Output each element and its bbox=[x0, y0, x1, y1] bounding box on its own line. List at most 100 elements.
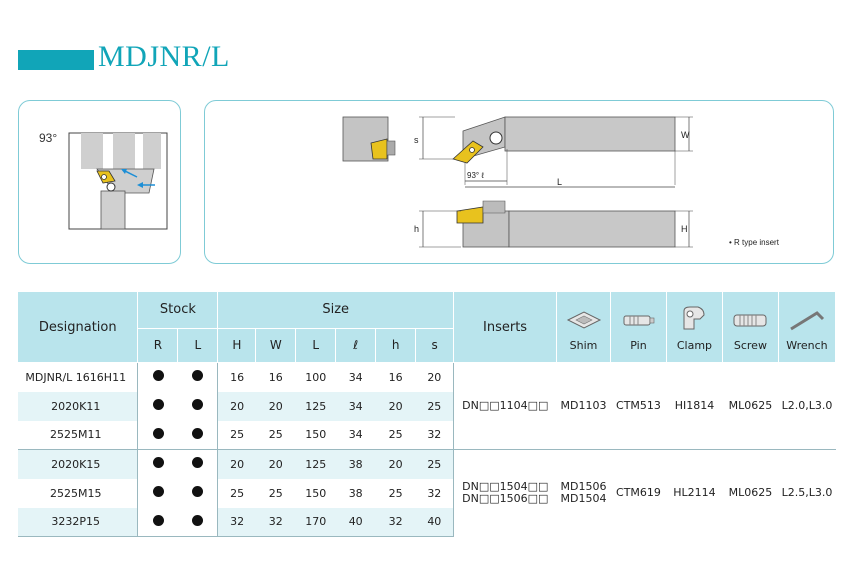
table-row: 3232P15 32 32 170 40 32 40 bbox=[18, 507, 836, 537]
clamp-label: Clamp bbox=[676, 339, 713, 352]
wrench-icon bbox=[790, 311, 825, 331]
inserts-cell: DN□□1104□□ bbox=[453, 362, 557, 450]
stock-l-dot bbox=[178, 479, 218, 508]
inserts-cell: DN□□1504□□ DN□□1506□□ bbox=[453, 449, 557, 537]
cell-h: 25 bbox=[388, 486, 403, 500]
clamp-cell: HI1814 bbox=[674, 399, 715, 412]
stock-col-l: L bbox=[177, 328, 219, 364]
cell-ell: 34 bbox=[335, 391, 376, 421]
stock-r-dot bbox=[137, 478, 178, 508]
pin-cell: CTM619 bbox=[610, 449, 667, 537]
pin-label: Pin bbox=[630, 339, 647, 352]
dim-w-label: W bbox=[681, 130, 690, 140]
stock-l-dot bbox=[178, 363, 218, 392]
cell-ell: 38 bbox=[335, 449, 376, 479]
cell-h: 25 bbox=[388, 428, 403, 442]
wrench-label: Wrench bbox=[786, 339, 828, 352]
angle-diagram-panel: 93° bbox=[18, 100, 181, 264]
cell-s: 25 bbox=[415, 391, 454, 421]
row-designation: 3232P15 bbox=[18, 507, 138, 537]
shim-label: Shim bbox=[569, 339, 598, 352]
cell-W: 20 bbox=[255, 449, 296, 479]
size-col-L: L bbox=[295, 328, 337, 364]
wrench-cell: L2.0,L3.0 bbox=[781, 399, 833, 412]
cell-H: 32 bbox=[217, 507, 256, 537]
size-col-s: s bbox=[415, 328, 455, 364]
spec-table: Designation Stock Size Inserts Shim Pin … bbox=[18, 292, 837, 537]
pin-cell: CTM513 bbox=[616, 399, 661, 412]
screw-cell: ML0625 bbox=[722, 449, 779, 537]
page-title: MDJNR/L bbox=[98, 40, 230, 73]
pin-icon bbox=[623, 315, 655, 326]
row-designation: 2020K11 bbox=[18, 391, 138, 421]
size-col-W: W bbox=[255, 328, 297, 364]
cell-L: 125 bbox=[295, 391, 336, 421]
cell-W: 25 bbox=[268, 428, 283, 442]
table-row: 2020K11 20 20 125 34 20 25 bbox=[18, 391, 836, 421]
cell-H: 20 bbox=[217, 391, 256, 421]
cell-s: 32 bbox=[427, 486, 442, 500]
cell-H: 25 bbox=[217, 478, 256, 508]
stock-r-dot bbox=[137, 362, 178, 392]
cell-L: 100 bbox=[305, 370, 327, 384]
insert-code-1: DN□□1504□□ bbox=[462, 480, 549, 494]
pin-header: Pin bbox=[610, 292, 667, 363]
stock-r-dot bbox=[137, 449, 178, 479]
workpiece-diagram bbox=[68, 132, 168, 230]
stock-r-dot bbox=[137, 391, 178, 421]
insert-code-2: DN□□1506□□ bbox=[462, 492, 549, 506]
cell-L: 150 bbox=[305, 486, 327, 500]
stock-l-dot bbox=[178, 392, 218, 421]
cell-h: 32 bbox=[375, 507, 416, 537]
stock-header: Stock bbox=[137, 292, 219, 329]
cell-W: 20 bbox=[255, 391, 296, 421]
screw-header: Screw bbox=[722, 292, 779, 363]
row-designation: 2020K15 bbox=[18, 449, 138, 479]
cell-W: 16 bbox=[268, 370, 283, 384]
cell-L: 150 bbox=[305, 428, 327, 442]
dim-s-label: s bbox=[414, 135, 419, 145]
stock-l-dot bbox=[178, 421, 218, 450]
cell-s: 20 bbox=[427, 370, 442, 384]
angle-label: 93° bbox=[39, 131, 58, 145]
cell-W: 32 bbox=[255, 507, 296, 537]
shim-header: Shim bbox=[556, 292, 611, 363]
cell-L: 125 bbox=[295, 449, 336, 479]
stock-r-dot bbox=[137, 507, 178, 537]
title-accent-bar bbox=[18, 50, 94, 70]
size-col-H: H bbox=[217, 328, 257, 364]
size-col-h: h bbox=[375, 328, 417, 364]
cell-H: 16 bbox=[217, 362, 256, 392]
dim-l-label: L bbox=[557, 177, 562, 187]
dim-H-label: H bbox=[681, 224, 688, 234]
dim-angle-label: 93° ℓ bbox=[467, 171, 484, 180]
clamp-header: Clamp bbox=[666, 292, 723, 363]
stock-l-dot bbox=[177, 507, 218, 537]
cell-s: 40 bbox=[415, 507, 454, 537]
clamp-icon bbox=[683, 306, 705, 330]
shim-code-1: MD1506 bbox=[560, 480, 607, 494]
screw-cell: ML0625 bbox=[728, 399, 773, 412]
r-type-note: • R type insert bbox=[729, 238, 779, 247]
table-row: 2525M11 25 25 150 34 25 32 bbox=[18, 420, 836, 450]
wrench-cell: L2.5,L3.0 bbox=[778, 449, 836, 537]
tool-dimension-drawing: s W 93° ℓ L h H bbox=[342, 116, 693, 248]
row-designation: 2525M15 bbox=[49, 486, 102, 500]
cell-h: 20 bbox=[375, 391, 416, 421]
cell-ell: 40 bbox=[335, 507, 376, 537]
cell-h: 20 bbox=[375, 449, 416, 479]
clamp-cell: HL2114 bbox=[666, 449, 723, 537]
cell-ell: 34 bbox=[348, 370, 363, 384]
designation-header: Designation bbox=[18, 292, 139, 363]
cell-W: 25 bbox=[268, 486, 283, 500]
screw-label: Screw bbox=[733, 339, 767, 352]
cell-L: 170 bbox=[295, 507, 336, 537]
shim-cell: MD1103 bbox=[560, 399, 607, 412]
cell-h: 16 bbox=[388, 370, 403, 384]
shim-cell: MD1506 MD1504 bbox=[556, 449, 611, 537]
size-col-ell: ℓ bbox=[335, 328, 377, 364]
cell-s: 25 bbox=[415, 449, 454, 479]
shim-icon bbox=[566, 311, 601, 329]
dim-h-label: h bbox=[414, 224, 419, 234]
cell-ell: 34 bbox=[348, 428, 363, 442]
